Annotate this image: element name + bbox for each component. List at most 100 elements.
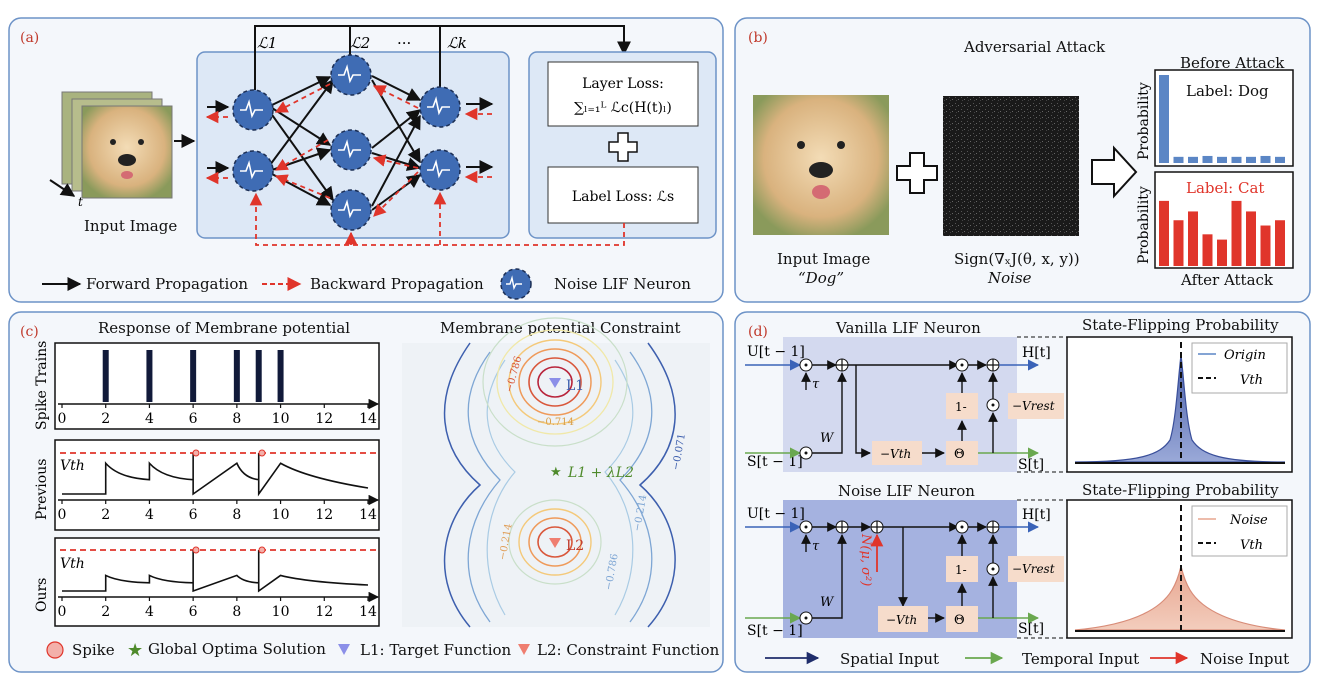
loss-lk: ℒk bbox=[447, 34, 467, 52]
tick-label: 2 bbox=[101, 411, 110, 427]
panel-a-tag: (a) bbox=[20, 30, 39, 46]
neg-vrest-noise: −Vrest bbox=[1012, 562, 1055, 576]
backward-connections bbox=[274, 83, 419, 217]
h-out-noise: H[t] bbox=[1022, 507, 1051, 523]
neg-vth-vanilla: −Vth bbox=[880, 447, 911, 461]
row-label-spike: Spike Trains bbox=[34, 341, 50, 430]
vth-ours: Vth bbox=[60, 556, 85, 572]
before-bar-2 bbox=[1188, 156, 1198, 163]
l1-label: L1 bbox=[566, 378, 584, 394]
tick-label: 0 bbox=[58, 411, 67, 427]
tick-label: 2 bbox=[101, 604, 110, 620]
panel-c-title-left: Response of Membrane potential bbox=[98, 319, 350, 337]
l2-legend-icon bbox=[518, 644, 530, 655]
after-bar-8 bbox=[1275, 220, 1285, 266]
tau-vanilla: τ bbox=[812, 377, 820, 392]
before-bar-3 bbox=[1202, 155, 1213, 163]
contour-label-2: −0.714 bbox=[537, 417, 574, 428]
vth-legend-1: Vth bbox=[1240, 373, 1263, 388]
before-bar-5 bbox=[1231, 156, 1242, 163]
arrow-right-icon bbox=[1091, 145, 1138, 199]
optima-label: L1 + λL2 bbox=[567, 465, 634, 481]
before-bar-4 bbox=[1217, 156, 1227, 163]
neg-vth-noise: −Vth bbox=[886, 613, 917, 627]
neg-vrest-vanilla: −Vrest bbox=[1012, 399, 1055, 413]
panel-d: (d) Vanilla LIF Neuron U[t − 1] S[t − 1]… bbox=[734, 311, 1311, 673]
w-noise: W bbox=[820, 595, 835, 610]
contour-plot bbox=[443, 317, 676, 628]
legend-spatial: Spatial Input bbox=[840, 650, 939, 668]
theta-noise: Θ bbox=[954, 613, 965, 628]
input-image-quote: “Dog” bbox=[798, 269, 844, 287]
after-title: After Attack bbox=[1180, 271, 1274, 289]
legend-backward: Backward Propagation bbox=[310, 275, 484, 293]
spike-bar-0 bbox=[102, 350, 109, 402]
noise-term: N(μ, σ²) bbox=[858, 533, 873, 586]
tick-label: 6 bbox=[189, 411, 198, 427]
panel-b-title: Adversarial Attack bbox=[963, 38, 1106, 56]
s-in-noise: S[t − 1] bbox=[747, 623, 803, 639]
legend-l1: L1: Target Function bbox=[360, 641, 512, 659]
label-loss: Label Loss: ℒs bbox=[572, 189, 674, 205]
tick-label: 6 bbox=[189, 604, 198, 620]
ours-curve bbox=[62, 550, 369, 593]
layer-loss-formula: ∑ₗ₌₁ᴸ ℒc(H(t)ₗ) bbox=[574, 100, 672, 116]
noise-formula: Sign(∇ₓJ(θ, x, y)) bbox=[954, 250, 1080, 268]
theta-vanilla: Θ bbox=[954, 447, 965, 462]
loss-dots: ··· bbox=[397, 34, 411, 52]
row-label-previous: Previous bbox=[34, 459, 50, 520]
origin-legend: Origin bbox=[1224, 348, 1266, 363]
before-bar-7 bbox=[1260, 155, 1271, 163]
panel-c-tag: (c) bbox=[20, 324, 39, 340]
panel-c-title-right: Membrane potential Constraint bbox=[440, 319, 681, 337]
after-bar-2 bbox=[1188, 211, 1198, 266]
loss-l2: ℒ2 bbox=[350, 34, 370, 52]
before-bars bbox=[1159, 75, 1285, 163]
spike-bars bbox=[102, 350, 284, 402]
l1-legend-icon bbox=[338, 644, 350, 655]
legend-spike: Spike bbox=[72, 641, 115, 659]
tick-label: 4 bbox=[145, 507, 154, 523]
u-in-vanilla: U[t − 1] bbox=[747, 344, 805, 360]
after-bar-6 bbox=[1246, 211, 1256, 266]
tick-label: 4 bbox=[145, 411, 154, 427]
l2-label: L2 bbox=[566, 538, 584, 554]
before-bar-0 bbox=[1159, 75, 1169, 163]
before-bar-6 bbox=[1246, 156, 1256, 163]
tick-label: 14 bbox=[359, 411, 377, 427]
noise-lif-neurons bbox=[232, 54, 461, 231]
input-image-label: Input Image bbox=[84, 217, 177, 235]
before-ylabel: Probability bbox=[1136, 82, 1152, 160]
legend-global: Global Optima Solution bbox=[148, 640, 326, 658]
vth-prev: Vth bbox=[60, 458, 85, 474]
tick-label: 10 bbox=[272, 604, 290, 620]
input-image-stack bbox=[61, 91, 173, 199]
tick-label: 12 bbox=[315, 411, 333, 427]
before-bar-1 bbox=[1173, 156, 1184, 163]
legend-neuron: Noise LIF Neuron bbox=[554, 275, 691, 293]
tick-label: 2 bbox=[101, 507, 110, 523]
before-bar-8 bbox=[1275, 156, 1285, 163]
sfp-title-2: State-Flipping Probability bbox=[1082, 481, 1279, 499]
l2-marker bbox=[549, 538, 561, 548]
spike-bar-2 bbox=[190, 350, 197, 402]
panel-b-tag: (b) bbox=[748, 30, 768, 46]
star-icon: ★ bbox=[127, 640, 143, 661]
legend-l2: L2: Constraint Function bbox=[537, 641, 720, 659]
plus-icon bbox=[896, 152, 938, 194]
s-in-vanilla: S[t − 1] bbox=[747, 454, 803, 470]
tick-label: 10 bbox=[272, 411, 290, 427]
after-bar-1 bbox=[1173, 220, 1184, 266]
panel-d-tag: (d) bbox=[748, 324, 768, 340]
panel-c: (c) Response of Membrane potential Membr… bbox=[8, 311, 724, 673]
tick-label: 4 bbox=[145, 604, 154, 620]
before-title: Before Attack bbox=[1180, 54, 1285, 72]
star-icon: ★ bbox=[550, 465, 562, 480]
sfp-title-1: State-Flipping Probability bbox=[1082, 316, 1279, 334]
after-bar-0 bbox=[1159, 200, 1169, 266]
after-ylabel: Probability bbox=[1136, 186, 1152, 264]
